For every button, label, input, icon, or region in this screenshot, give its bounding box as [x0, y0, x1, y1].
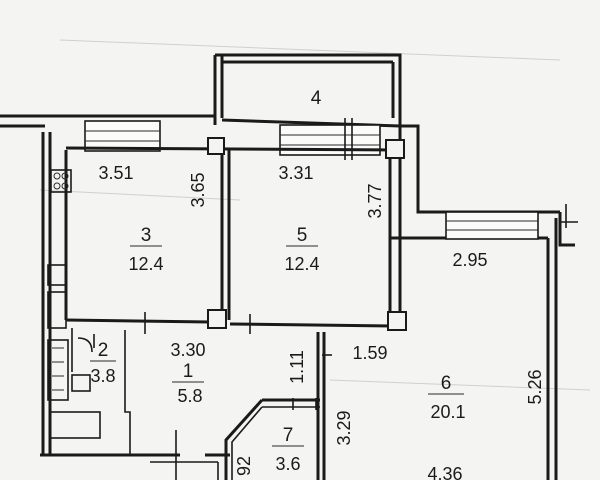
bathroom-fixtures: [47, 169, 101, 439]
dim-hall-width: 1.59: [352, 343, 387, 363]
room-6-number: 6: [441, 373, 452, 394]
room-4-number: 4: [311, 88, 322, 109]
room-7-number: 7: [283, 425, 294, 446]
dim-room3-depth: 3.65: [188, 172, 208, 207]
dim-room3-width: 3.51: [98, 163, 133, 183]
stove-icon: [50, 169, 72, 193]
dim-room6-depth: 5.26: [525, 369, 545, 404]
room-1-number: 1: [183, 361, 194, 382]
room-7-area: 3.6: [275, 454, 300, 474]
dimension-labels: 3.51 3.65 3.31 3.77 2.95 5.26 4.36 3.30 …: [98, 163, 545, 480]
room-2-number: 2: [98, 340, 109, 361]
dim-room6-bottom: 4.36: [427, 464, 462, 480]
dim-room6-top: 2.95: [452, 250, 487, 270]
columns: [207, 137, 407, 331]
room-6-area: 20.1: [430, 402, 465, 422]
dim-room1-width: 3.30: [170, 340, 205, 360]
dim-room5-width: 3.31: [278, 163, 313, 183]
dim-hall-depth: 3.29: [334, 410, 354, 445]
room-3-area: 12.4: [128, 254, 163, 274]
toilet-icon: [49, 411, 101, 439]
room-5-number: 5: [297, 225, 308, 246]
shower-icon: [47, 339, 69, 401]
window-room6: [445, 211, 539, 240]
window-room3: [84, 120, 161, 152]
sink-icon: [47, 264, 67, 286]
interior-walls: [40, 146, 396, 480]
dim-room5-depth: 3.77: [365, 183, 385, 218]
room-labels: 3 12.4 5 12.4 6 20.1 2 3.8 1 5.8 7 3.6 4: [90, 88, 466, 474]
bathtub-icon: [47, 291, 67, 329]
room-3-number: 3: [141, 225, 152, 246]
dim-room7-depth: 92: [234, 456, 254, 476]
dim-room1-depth: 1.11: [287, 350, 307, 384]
room-5-area: 12.4: [284, 254, 319, 274]
room-2-area: 3.8: [90, 366, 115, 386]
room-1-area: 5.8: [177, 386, 202, 406]
